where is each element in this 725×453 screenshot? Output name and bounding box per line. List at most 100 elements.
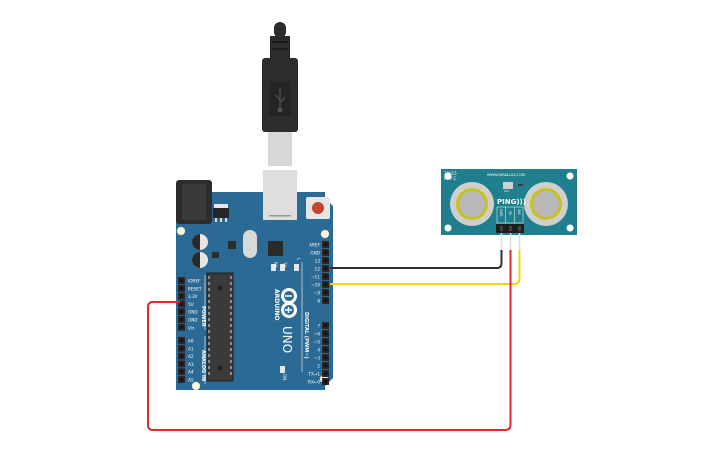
arduino-uno-board[interactable]: RX TX L ON ARDUINO UNO IOREFRESET3.3V5VG…: [176, 170, 333, 391]
sensor-mounting-hole: [444, 224, 452, 232]
alt-jumper: [503, 182, 513, 189]
header-pin-socket: [180, 378, 183, 381]
usb-symbol-icon: [274, 88, 286, 113]
header-pin-socket: [324, 348, 327, 351]
ping-ultrasonic-sensor[interactable]: 28015 REV C WWW.PARALLAX.COM ALT PING)))…: [441, 169, 577, 250]
sensor-revision: REV C: [444, 176, 456, 181]
arduino-brand: ARDUINO: [273, 289, 280, 320]
pin-label: A4: [188, 370, 194, 375]
pin-label: GND: [188, 318, 198, 323]
led-on: [280, 366, 285, 373]
header-pin-socket: [324, 372, 327, 375]
sensor-mounting-hole: [566, 172, 574, 180]
regulator-leg: [220, 218, 222, 222]
header-pin-socket: [180, 279, 183, 282]
header-pin-socket: [324, 267, 327, 270]
voltage-regulator: [213, 208, 229, 218]
header-pin-socket: [324, 251, 327, 254]
header-pin-socket: [324, 356, 327, 359]
mcu-dot: [217, 365, 223, 371]
header-pin-socket: [180, 318, 183, 321]
ground-wire[interactable]: [330, 250, 503, 269]
pin-label: GND: [310, 251, 320, 256]
pin-label: 7: [317, 324, 320, 329]
pin-label: 5V: [188, 302, 194, 307]
pin-label: GND: [188, 310, 198, 315]
pin-label: ~11: [311, 275, 320, 280]
sensor-url: WWW.PARALLAX.COM: [487, 173, 525, 177]
header-pin-socket: [180, 346, 183, 350]
regulator-leg: [225, 218, 227, 222]
sensor-pin-gnd[interactable]: [500, 226, 503, 231]
pin-label: A5: [188, 378, 194, 383]
header-pin-socket: [180, 354, 183, 358]
small-chip: [212, 252, 219, 258]
pin-label: RX←0: [308, 380, 320, 385]
regulator-leg: [215, 218, 217, 222]
arduino-infinity-logo: [281, 288, 297, 318]
sensor-pin-label-gnd: GND: [499, 209, 503, 217]
pin-label: 3.3V: [188, 294, 198, 299]
led-label-l: L: [296, 258, 301, 261]
usb-groove: [272, 41, 288, 43]
pin-label: Vin: [188, 325, 195, 330]
pin-label: ~9: [314, 291, 321, 296]
led-rx: [271, 264, 276, 271]
sensor-pin-sig[interactable]: [518, 226, 521, 231]
pin-label: A0: [188, 339, 194, 344]
power-wire[interactable]: [147, 250, 512, 431]
mounting-hole: [191, 381, 201, 391]
atmega-microcontroller: [206, 272, 234, 382]
usb-b-port: [263, 170, 297, 220]
header-pin-socket: [180, 302, 183, 306]
reset-button-cap[interactable]: [312, 202, 324, 214]
sensor-mounting-hole: [444, 172, 452, 180]
small-chip: [228, 241, 236, 249]
pin-label: 12: [315, 267, 321, 272]
header-pin-socket: [324, 324, 327, 327]
pin-label: 4: [317, 348, 320, 353]
sensor-mounting-hole: [566, 224, 574, 232]
power-jack-inner: [182, 184, 206, 220]
pin-label: A2: [188, 354, 194, 359]
header-pin-socket: [180, 339, 183, 342]
header-pin-socket: [180, 294, 183, 298]
pin-label: 8: [317, 299, 320, 304]
pin-label: ~3: [314, 356, 321, 361]
signal-wire[interactable]: [330, 250, 521, 285]
power-header-title: POWER: [200, 306, 206, 327]
pin-label: 2: [317, 364, 320, 369]
pin-label: 13: [315, 259, 321, 264]
sensor-part-number: 28015: [444, 171, 457, 176]
header-pin-socket: [324, 291, 327, 294]
header-pin-socket: [180, 362, 183, 366]
mounting-hole: [176, 226, 186, 236]
pin-label: ~10: [311, 283, 320, 288]
pin-label: A1: [188, 346, 194, 351]
usb-interface-chip: [268, 241, 283, 256]
header-pin-socket: [324, 340, 327, 343]
crystal-oscillator: [243, 230, 257, 258]
header-pin-socket: [180, 325, 183, 329]
sensor-pin-label-sig: SIG: [517, 209, 521, 215]
header-pin-socket: [324, 380, 327, 383]
sensor-name: PING))): [497, 198, 526, 206]
header-pin-socket: [324, 275, 327, 278]
ultrasonic-transmitter: [450, 182, 494, 226]
ultrasonic-receiver: [524, 182, 568, 226]
usb-plug-metal: [268, 132, 292, 166]
header-pin-socket: [180, 310, 183, 314]
led-l: [294, 264, 299, 271]
pin-label: TX→1: [307, 372, 320, 377]
header-pin-socket: [324, 243, 327, 246]
usb-cable-strain-relief: [270, 36, 290, 58]
sensor-pin-5v[interactable]: [509, 226, 512, 231]
regulator-tab: [214, 204, 228, 208]
capacitor: [192, 252, 208, 268]
usb-b-port-slot: [269, 215, 291, 217]
